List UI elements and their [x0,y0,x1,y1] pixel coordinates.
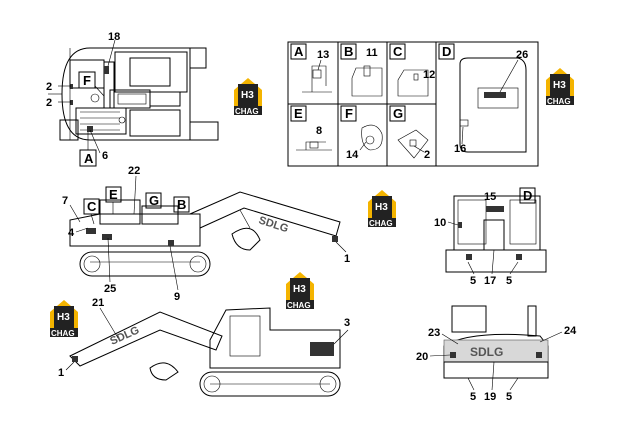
callout-5: 5 [470,391,476,403]
side-view-excavator: SDLG [69,191,341,277]
detail-label-b: B [344,44,353,59]
callout-12: 12 [423,69,435,81]
logo-text: CHAG [369,219,393,228]
logo-text: CHAG [235,107,259,116]
logo-mark: H3 [57,312,70,323]
callout-5: 5 [506,391,512,403]
callout-8: 8 [316,125,322,137]
logo-2: H3 CHAG [546,68,574,106]
logo-text: CHAG [287,301,311,310]
callout-17: 17 [484,275,496,287]
detail-label-c: C [393,44,403,59]
callout-7: 7 [62,195,68,207]
callout-19: 19 [484,391,496,403]
logo-5: H3 CHAG [50,300,78,338]
callout-24: 24 [564,325,577,337]
counterweight-brand-decal: SDLG [470,345,503,359]
side-view-excavator-2: SDLG [69,307,341,397]
callout-1: 1 [58,367,64,379]
detail-panel: A B C D E F G 13 11 12 26 16 [287,41,539,167]
label-box-d: D [523,188,532,203]
logo-3: H3 CHAG [368,190,396,228]
boom-brand-decal-2: SDLG [108,324,141,347]
callout-20: 20 [416,351,428,363]
callout-11: 11 [366,47,378,59]
logo-mark: H3 [241,90,254,101]
detail-label-a: A [294,44,304,59]
top-view-drawing [48,47,219,141]
callout-16: 16 [454,143,466,155]
callout-14: 14 [346,149,359,161]
callout-4: 4 [68,227,75,239]
label-box-a: A [84,151,94,166]
callout-2: 2 [46,81,52,93]
callout-2: 2 [46,97,52,109]
callout-15: 15 [484,191,496,203]
boom-brand-decal: SDLG [257,214,290,235]
detail-label-e: E [294,106,303,121]
detail-label-g: G [393,106,403,121]
logo-4: H3 CHAG [286,272,314,310]
callout-2: 2 [424,149,430,161]
callouts-rear-view: 15 10 D 5 17 5 [434,187,536,287]
callout-26: 26 [516,49,528,61]
logo-1: H3 CHAG [234,78,262,116]
callout-22: 22 [128,165,140,177]
rear-view-drawing [445,195,547,273]
callout-18: 18 [108,31,120,43]
logo-mark: H3 [553,80,566,91]
callouts-side-view-2: 21 3 1 [58,297,350,379]
callout-9: 9 [174,291,180,303]
logo-text: CHAG [51,329,75,338]
callout-5: 5 [470,275,476,287]
label-box-b: B [177,197,186,212]
callout-13: 13 [317,49,329,61]
label-box-e: E [109,187,118,202]
counterweight-view-drawing: SDLG [443,305,549,379]
callout-10: 10 [434,217,446,229]
label-box-g: G [149,193,159,208]
callout-23: 23 [428,327,440,339]
callouts-side-view: 22 7 C E G B 4 25 9 1 [62,165,350,303]
callout-21: 21 [92,297,104,309]
logo-text: CHAG [547,97,571,106]
detail-label-f: F [345,106,353,121]
label-box-f: F [83,73,91,88]
callout-5: 5 [506,275,512,287]
callouts-top-view: 18 2 2 F 6 A [46,31,120,167]
label-box-c: C [87,199,97,214]
callouts-counterweight-view: 23 24 20 5 19 5 [416,325,577,403]
logo-mark: H3 [293,284,306,295]
callout-1: 1 [344,253,350,265]
logo-mark: H3 [375,202,388,213]
callout-3: 3 [344,317,350,329]
callout-6: 6 [102,150,108,162]
callout-25: 25 [104,283,116,295]
detail-label-d: D [442,44,451,59]
